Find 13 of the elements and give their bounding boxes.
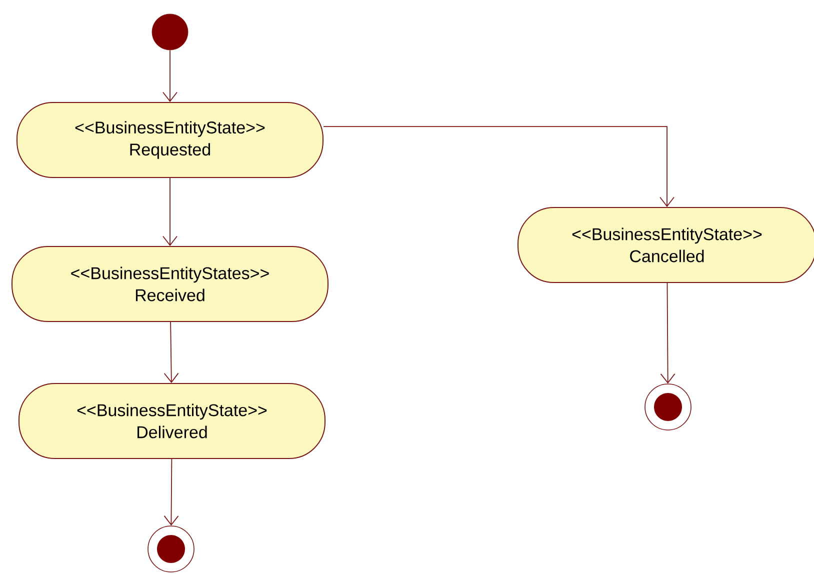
state-box: <<BusinessEntityState>> Cancelled bbox=[518, 207, 814, 283]
state-box: <<BusinessEntityState>> Requested bbox=[16, 102, 324, 178]
arrow bbox=[323, 126, 674, 207]
arrow bbox=[162, 50, 178, 102]
arrow bbox=[162, 178, 178, 246]
state-box: <<BusinessEntityState>> Delivered bbox=[18, 383, 326, 459]
final-state bbox=[644, 384, 692, 430]
state-box: <<BusinessEntityStates>> Received bbox=[12, 246, 328, 322]
arrow bbox=[164, 322, 179, 383]
arrow bbox=[164, 458, 179, 526]
arrow bbox=[660, 282, 676, 384]
final-state bbox=[148, 526, 194, 572]
initial-state bbox=[152, 14, 188, 50]
